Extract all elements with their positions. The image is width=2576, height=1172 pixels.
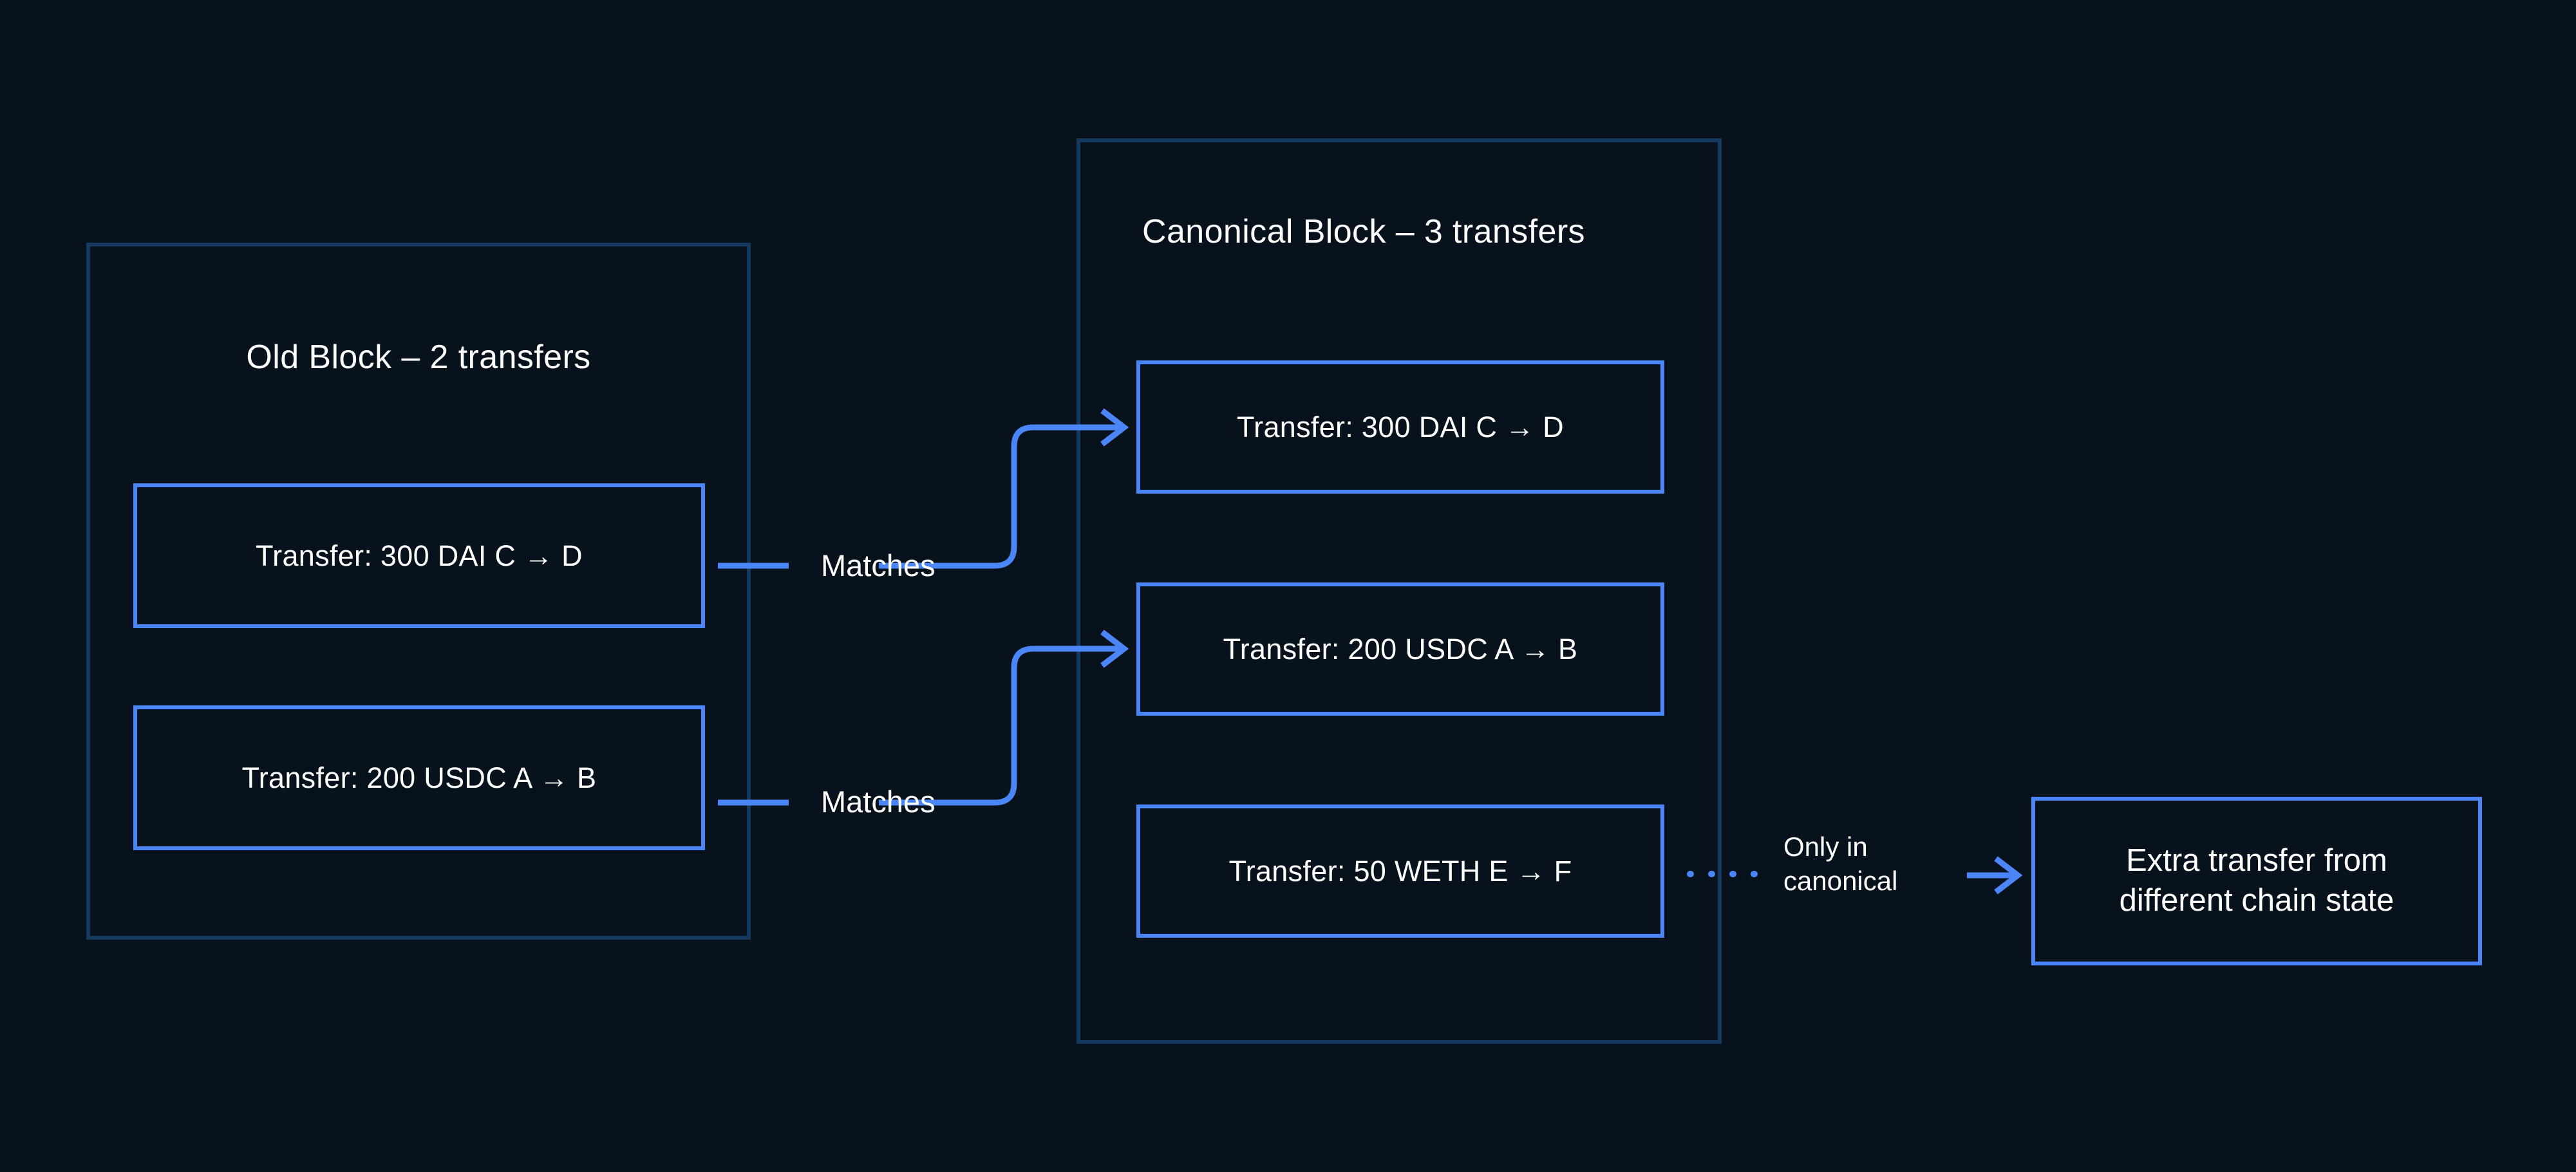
old-block-title: Old Block – 2 transfers — [246, 339, 591, 376]
canonical-block-transfer-label: Transfer: 200 USDC A → B — [1223, 632, 1578, 665]
extra-transfer-label: Extra transfer from different chain stat… — [2119, 843, 2394, 918]
canonical-block-transfer-row[interactable]: Transfer: 50 WETH E → F — [1136, 805, 1664, 938]
old-block-transfer-label: Transfer: 200 USDC A → B — [241, 761, 597, 794]
old-block-transfer-row[interactable]: Transfer: 300 DAI C → D — [133, 483, 705, 628]
canonical-block-transfer-label: Transfer: 300 DAI C → D — [1237, 410, 1564, 443]
matches-label: Matches — [821, 785, 935, 819]
canonical-block-container — [1076, 138, 1722, 1044]
old-block-transfer-row[interactable]: Transfer: 200 USDC A → B — [133, 705, 705, 850]
canonical-block-title: Canonical Block – 3 transfers — [1142, 213, 1585, 250]
canonical-block-transfer-row[interactable]: Transfer: 200 USDC A → B — [1136, 582, 1664, 716]
old-block-transfer-label: Transfer: 300 DAI C → D — [256, 539, 583, 572]
only-in-canonical-label: Only in canonical — [1783, 832, 1898, 896]
old-block-container — [86, 243, 751, 940]
extra-transfer-box[interactable]: Extra transfer from different chain stat… — [2031, 797, 2482, 965]
extra-transfer-arrowhead-icon — [1994, 856, 2023, 895]
matches-label: Matches — [821, 548, 935, 582]
canonical-block-transfer-row[interactable]: Transfer: 300 DAI C → D — [1136, 360, 1664, 494]
canonical-block-transfer-label: Transfer: 50 WETH E → F — [1228, 854, 1572, 888]
